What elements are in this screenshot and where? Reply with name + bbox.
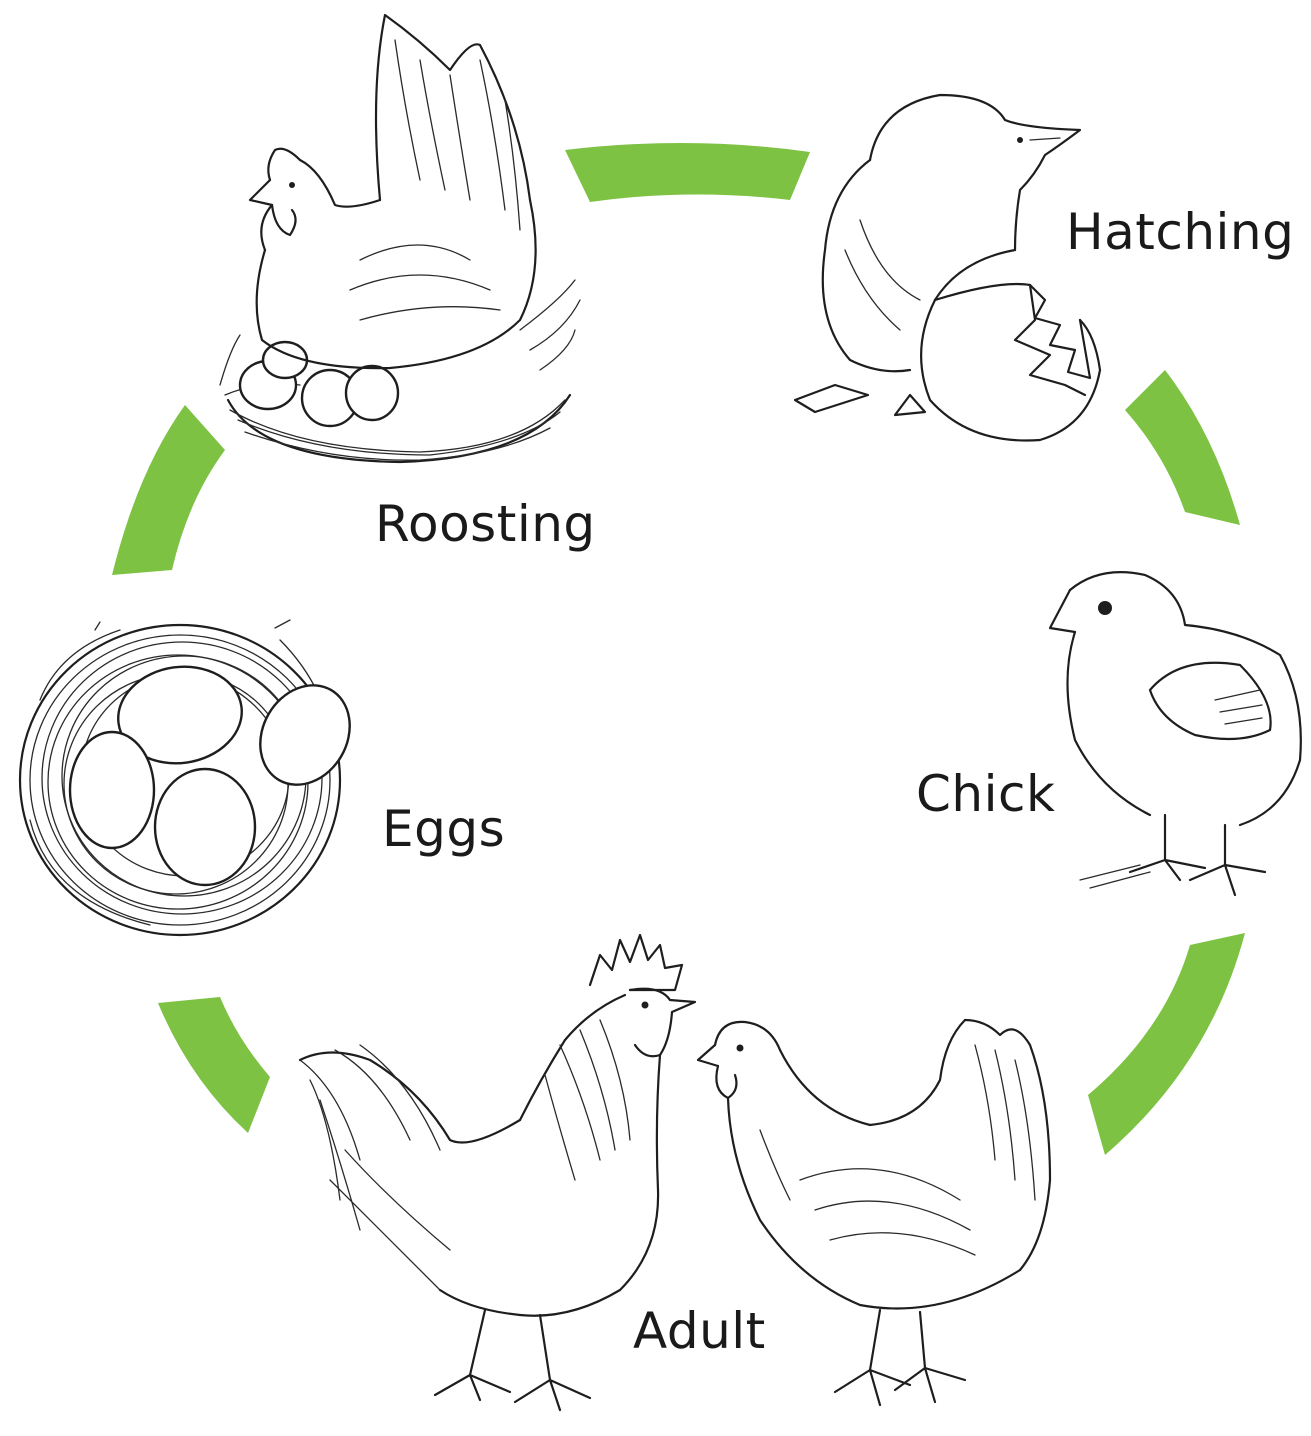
arrow-roosting-to-hatching	[565, 143, 810, 202]
label-adult: Adult	[633, 1302, 766, 1360]
arrow-adult-to-eggs	[158, 997, 270, 1133]
arrow-chick-to-adult	[1088, 933, 1245, 1155]
label-hatching: Hatching	[1066, 203, 1294, 261]
cycle-arrows	[112, 143, 1245, 1155]
hen-on-nest-icon	[220, 15, 580, 462]
arrow-eggs-to-roosting	[112, 405, 225, 575]
arrow-hatching-to-chick	[1125, 370, 1240, 525]
chick-icon	[1050, 572, 1301, 895]
label-eggs: Eggs	[382, 800, 505, 858]
hatching-chick-icon	[795, 95, 1100, 441]
nest-with-eggs-icon	[20, 620, 367, 935]
label-roosting: Roosting	[375, 495, 596, 553]
label-chick: Chick	[916, 765, 1055, 823]
